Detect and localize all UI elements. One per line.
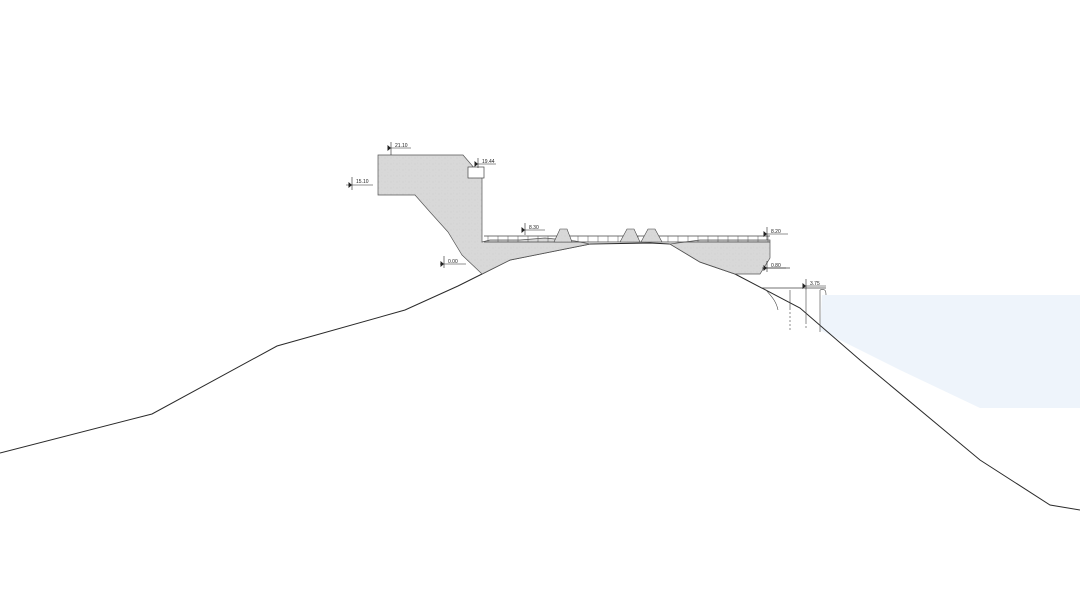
level-label-3: 15.10: [356, 179, 369, 185]
level-marker-8: 3.75: [802, 279, 826, 290]
seat-3: [640, 228, 663, 243]
level-marker-5: 8.20: [763, 227, 788, 240]
seat-1: [553, 228, 573, 243]
water-area: [820, 295, 1080, 408]
level-marker-7: 0.80: [763, 261, 786, 272]
level-label-1: 21.10: [395, 143, 408, 149]
level-label-2: 19.44: [482, 159, 495, 165]
level-marker-2: 19.44: [474, 158, 496, 168]
deck-walkway: [484, 228, 770, 243]
balcony-box: [467, 166, 485, 179]
level-marker-3: 15.10: [346, 177, 373, 190]
level-marker-1: 21.10: [387, 142, 411, 155]
pier-piles: [762, 287, 827, 332]
level-marker-6: 0.00: [440, 256, 466, 268]
seat-2: [619, 228, 641, 243]
level-marker-4: 8.30: [521, 223, 545, 235]
cantilever-structure: [377, 154, 591, 275]
terrain-line: [0, 242, 1080, 511]
level-label-6: 0.00: [448, 259, 458, 265]
level-label-4: 8.30: [529, 225, 539, 231]
level-label-7: 0.80: [771, 263, 781, 269]
level-label-5: 8.20: [771, 229, 781, 235]
level-label-8: 3.75: [810, 281, 820, 287]
